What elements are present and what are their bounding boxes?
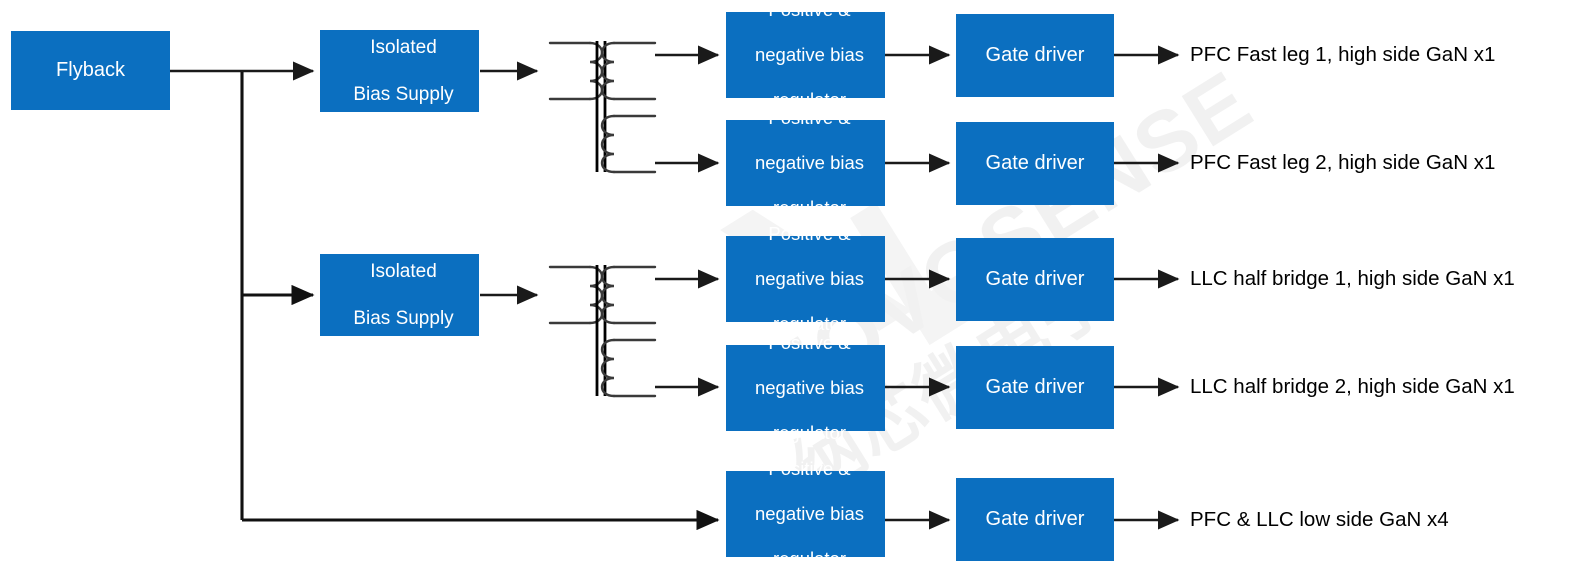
block-gate-driver-4[interactable]: Gate driver bbox=[956, 346, 1114, 429]
block-gate-driver-1[interactable]: Gate driver bbox=[956, 14, 1114, 97]
block-flyback-label: Flyback bbox=[56, 59, 125, 82]
output-label-2: PFC Fast leg 2, high side GaN x1 bbox=[1190, 151, 1496, 174]
output-label-5: PFC & LLC low side GaN x4 bbox=[1190, 508, 1449, 531]
block-gate-driver-1-label: Gate driver bbox=[985, 44, 1085, 67]
output-label-3: LLC half bridge 1, high side GaN x1 bbox=[1190, 267, 1515, 290]
block-gate-driver-5-label: Gate driver bbox=[985, 508, 1085, 531]
block-gate-driver-5[interactable]: Gate driver bbox=[956, 478, 1114, 561]
block-gate-driver-2-label: Gate driver bbox=[985, 152, 1085, 175]
output-label-4: LLC half bridge 2, high side GaN x1 bbox=[1190, 375, 1515, 398]
block-gate-driver-3[interactable]: Gate driver bbox=[956, 238, 1114, 321]
block-flyback[interactable]: Flyback bbox=[11, 31, 170, 110]
output-label-1: PFC Fast leg 1, high side GaN x1 bbox=[1190, 43, 1496, 66]
block-gate-driver-4-label: Gate driver bbox=[985, 376, 1085, 399]
block-gate-driver-3-label: Gate driver bbox=[985, 268, 1085, 291]
block-gate-driver-2[interactable]: Gate driver bbox=[956, 122, 1114, 205]
